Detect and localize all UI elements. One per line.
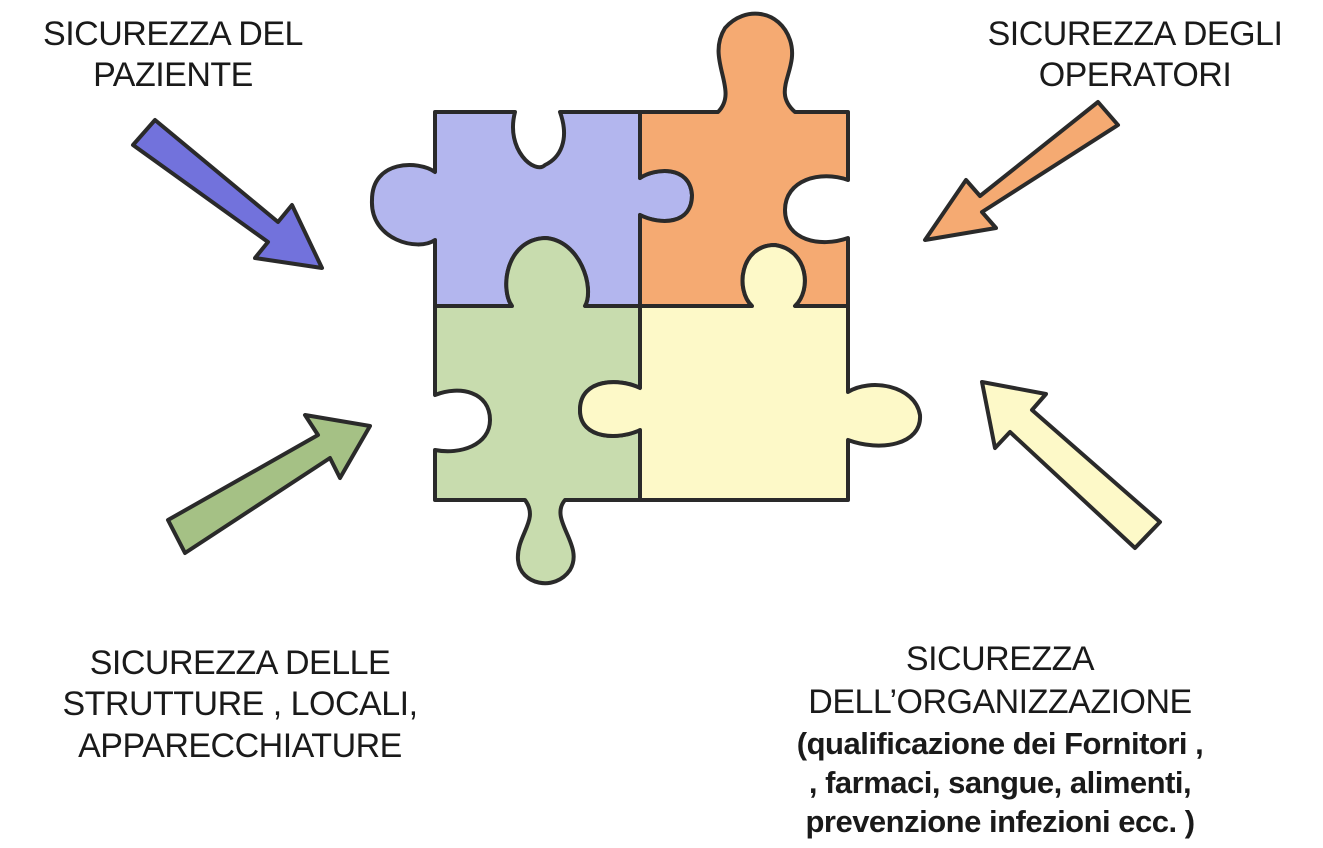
label-sicurezza-strutture: SICUREZZA DELLE STRUTTURE , LOCALI, APPA… — [20, 643, 460, 767]
arrow-green — [168, 415, 370, 553]
label-line: SICUREZZA — [690, 638, 1310, 681]
arrow-down-left-icon — [925, 102, 1118, 240]
label-line: STRUTTURE , LOCALI, — [20, 684, 460, 725]
label-line: , farmaci, sangue, alimenti, — [690, 763, 1310, 802]
arrow-yellow — [982, 382, 1160, 548]
arrow-down-right-icon — [133, 120, 322, 268]
label-sicurezza-operatori: SICUREZZA DEGLI OPERATORI — [950, 14, 1320, 97]
label-line: (qualificazione dei Fornitori , — [690, 724, 1310, 763]
label-line: SICUREZZA DELLE — [20, 643, 460, 684]
label-line: prevenzione infezioni ecc. ) — [690, 802, 1310, 841]
arrow-up-right-icon — [168, 415, 370, 553]
label-line: OPERATORI — [950, 55, 1320, 96]
label-line: SICUREZZA DEL — [8, 14, 338, 55]
label-line: APPARECCHIATURE — [20, 726, 460, 767]
arrow-up-left-icon — [982, 382, 1160, 548]
puzzle-piece-orange — [640, 14, 848, 306]
label-line: SICUREZZA DEGLI — [950, 14, 1320, 55]
arrow-orange — [925, 102, 1118, 240]
label-sicurezza-paziente: SICUREZZA DEL PAZIENTE — [8, 14, 338, 97]
label-line: DELL’ORGANIZZAZIONE — [690, 681, 1310, 724]
arrow-blue — [133, 120, 322, 268]
label-line: PAZIENTE — [8, 55, 338, 96]
label-sicurezza-organizzazione: SICUREZZA DELL’ORGANIZZAZIONE (qualifica… — [690, 638, 1310, 841]
